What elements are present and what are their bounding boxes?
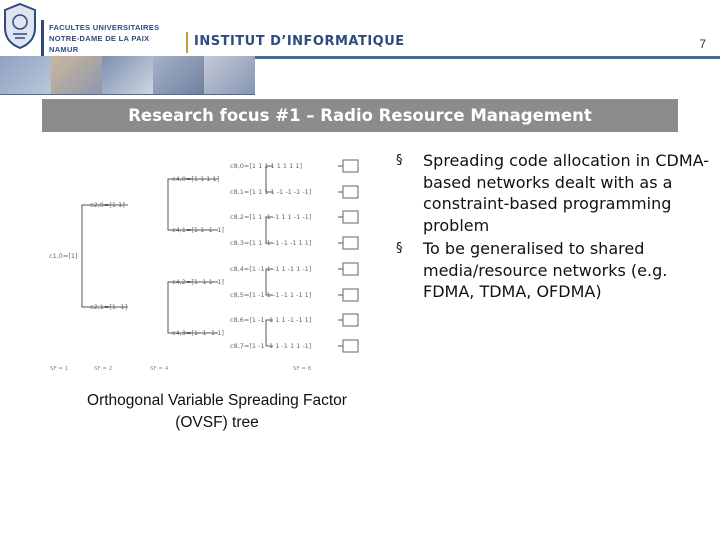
bullet-text: Spreading code allocation in CDMA-based … [423,151,709,235]
header-rule [255,56,720,59]
leaf-box [342,313,359,327]
tree-edge [265,179,273,193]
header-rule [0,94,255,95]
node-label: c8,6=[1 -1 -1 1 1 -1 -1 1] [230,316,311,324]
sf-label: SF = 2 [94,366,112,372]
photo-tile [0,56,51,94]
leaf-box [342,339,359,353]
sf-label: SF = 4 [150,366,169,372]
tree-edge [167,205,218,231]
node-label: c4,1=[1 1 -1 -1] [172,226,224,234]
slide-title: Research focus #1 – Radio Resource Manag… [128,106,592,125]
sf-label: SF = 1 [50,366,68,372]
node-label: c8,4=[1 -1 1 -1 1 -1 1 -1] [230,265,311,273]
tree-edge [265,333,273,347]
node-label: c4,3=[1 -1 -1 1] [172,329,224,337]
node-label: c8,7=[1 -1 -1 1 -1 1 1 -1] [230,342,311,350]
node-label-root: c1,0=[1] [49,252,78,260]
leaf-box [342,210,359,224]
tree-edge [81,256,128,308]
tree-edge [265,216,273,230]
sf-label: SF = 8 [293,366,312,372]
tree-edge [265,230,273,244]
tree-edge [81,204,128,256]
logo-divider [41,20,44,56]
faculty-line: NAMUR [49,45,79,54]
university-seal-icon [4,2,36,50]
tree-edge [167,307,218,334]
tree-edge [265,282,273,296]
tree-edge [167,281,218,307]
photo-tile [153,56,204,94]
leaf-box [342,288,359,302]
photo-tile [51,56,102,94]
bullet-item: § Spreading code allocation in CDMA-base… [396,150,712,236]
leaf-box [342,185,359,199]
ovsf-tree-diagram: c1,0=[1] c2,0=[1 1] c2,1=[1 -1] c4,0=[1 … [49,159,359,372]
institute-divider [186,32,188,53]
bullet-marker: § [396,153,403,168]
node-label: c8,5=[1 -1 1 -1 -1 1 -1 1] [230,291,311,299]
tree-edge [265,319,273,333]
node-label: c8,0=[1 1 1 1 1 1 1 1] [230,162,302,170]
tree-edge [265,268,273,282]
node-label: c4,0=[1 1 1 1] [172,175,219,183]
faculty-line: FACULTES UNIVERSITAIRES [49,23,160,32]
faculty-line: NOTRE-DAME DE LA PAIX [49,34,150,43]
tree-edge [167,178,218,205]
bullet-marker: § [396,241,403,256]
leaf-box [342,236,359,250]
leaf-box [342,159,359,173]
institute-name: INSTITUT D’INFORMATIQUE [194,34,405,49]
header-photo-strip [0,56,255,94]
title-bar: Research focus #1 – Radio Resource Manag… [42,99,678,132]
node-label: c8,2=[1 1 -1 -1 1 1 -1 -1] [230,213,311,221]
node-label: c8,3=[1 1 -1 -1 -1 -1 1 1] [230,239,311,247]
bullet-item: § To be generalised to shared media/reso… [396,238,712,303]
tree-edge [265,165,273,179]
leaf-box [342,262,359,276]
bullet-text: To be generalised to shared media/resour… [423,239,668,301]
node-label: c2,1=[1 -1] [90,303,127,311]
node-label: c8,1=[1 1 1 1 -1 -1 -1 -1] [230,188,311,196]
page-number: 7 [699,37,706,51]
photo-tile [204,56,255,94]
node-label: c4,2=[1 -1 1 -1] [172,278,224,286]
faculty-name: FACULTES UNIVERSITAIRES NOTRE-DAME DE LA… [49,22,159,55]
bullet-list: § Spreading code allocation in CDMA-base… [396,150,712,305]
diagram-caption: Orthogonal Variable Spreading Factor (OV… [87,392,347,431]
photo-tile [102,56,153,94]
node-label: c2,0=[1 1] [90,201,125,209]
